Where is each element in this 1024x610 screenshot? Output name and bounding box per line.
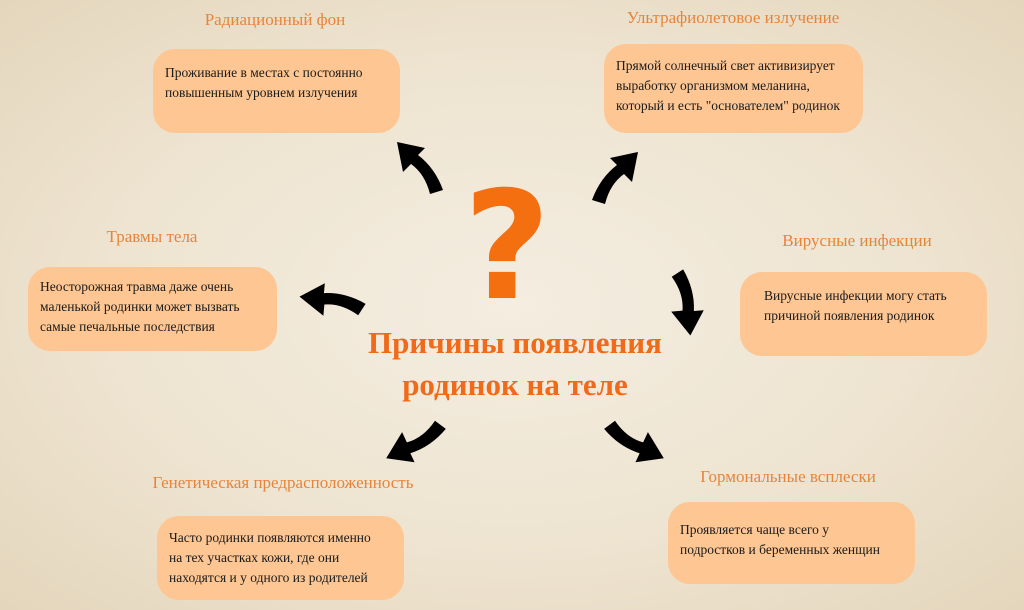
central-title: Причины появления родинок на теле	[335, 322, 695, 406]
cause-text: самые печальные последствия	[40, 319, 215, 334]
cause-box-trauma: Неосторожная травма даже очень маленькой…	[28, 267, 277, 351]
cause-text: который и есть "основателем" родинок	[616, 98, 840, 113]
cause-text: причиной появления родинок	[764, 308, 935, 323]
cause-box-viral: Вирусные инфекции могу стать причиной по…	[740, 272, 987, 356]
cause-title-trauma: Травмы тела	[106, 227, 198, 246]
cause-box-genetic: Часто родинки появляются именно на тех у…	[157, 516, 404, 600]
cause-text: Проживание в местах с постоянно	[165, 65, 363, 80]
curved-arrow-icon	[604, 420, 664, 463]
cause-title-radiation: Радиационный фон	[204, 10, 346, 29]
cause-text: Проявляется чаще всего у	[680, 522, 830, 537]
curved-arrow-icon	[592, 152, 638, 204]
curved-arrow-icon	[671, 269, 704, 336]
question-mark-icon: ?	[463, 160, 551, 334]
cause-title-viral: Вирусные инфекции	[782, 231, 932, 250]
cause-box-hormonal: Проявляется чаще всего у подростков и бе…	[668, 502, 915, 584]
curved-arrow-icon	[397, 142, 443, 194]
curved-arrow-icon	[386, 420, 446, 463]
cause-text: на тех участках кожи, где они	[169, 550, 340, 565]
central-title-line: родинок на теле	[402, 367, 628, 402]
cause-box-radiation: Проживание в местах с постоянно повышенн…	[153, 49, 400, 133]
central-title-line: Причины появления	[368, 325, 662, 360]
cause-title-uv: Ультрафиолетовое излучение	[626, 8, 840, 27]
cause-text: находятся и у одного из родителей	[169, 570, 368, 585]
cause-box-uv: Прямой солнечный свет активизирует выраб…	[604, 44, 863, 133]
cause-text: Вирусные инфекции могу стать	[764, 288, 947, 303]
cause-text: Неосторожная травма даже очень	[40, 279, 234, 294]
cause-text: повышенным уровнем излучения	[165, 85, 358, 100]
cause-text: выработку организмом меланина,	[616, 78, 810, 93]
cause-text: Прямой солнечный свет активизирует	[616, 58, 835, 73]
cause-title-genetic: Генетическая предрасположенность	[152, 473, 414, 492]
cause-text: маленькой родинки может вызвать	[40, 299, 240, 314]
cause-title-hormonal: Гормональные всплески	[700, 467, 876, 486]
cause-text: Часто родинки появляются именно	[169, 530, 371, 545]
curved-arrow-icon	[299, 283, 366, 316]
cause-text: подростков и беременных женщин	[680, 542, 880, 557]
